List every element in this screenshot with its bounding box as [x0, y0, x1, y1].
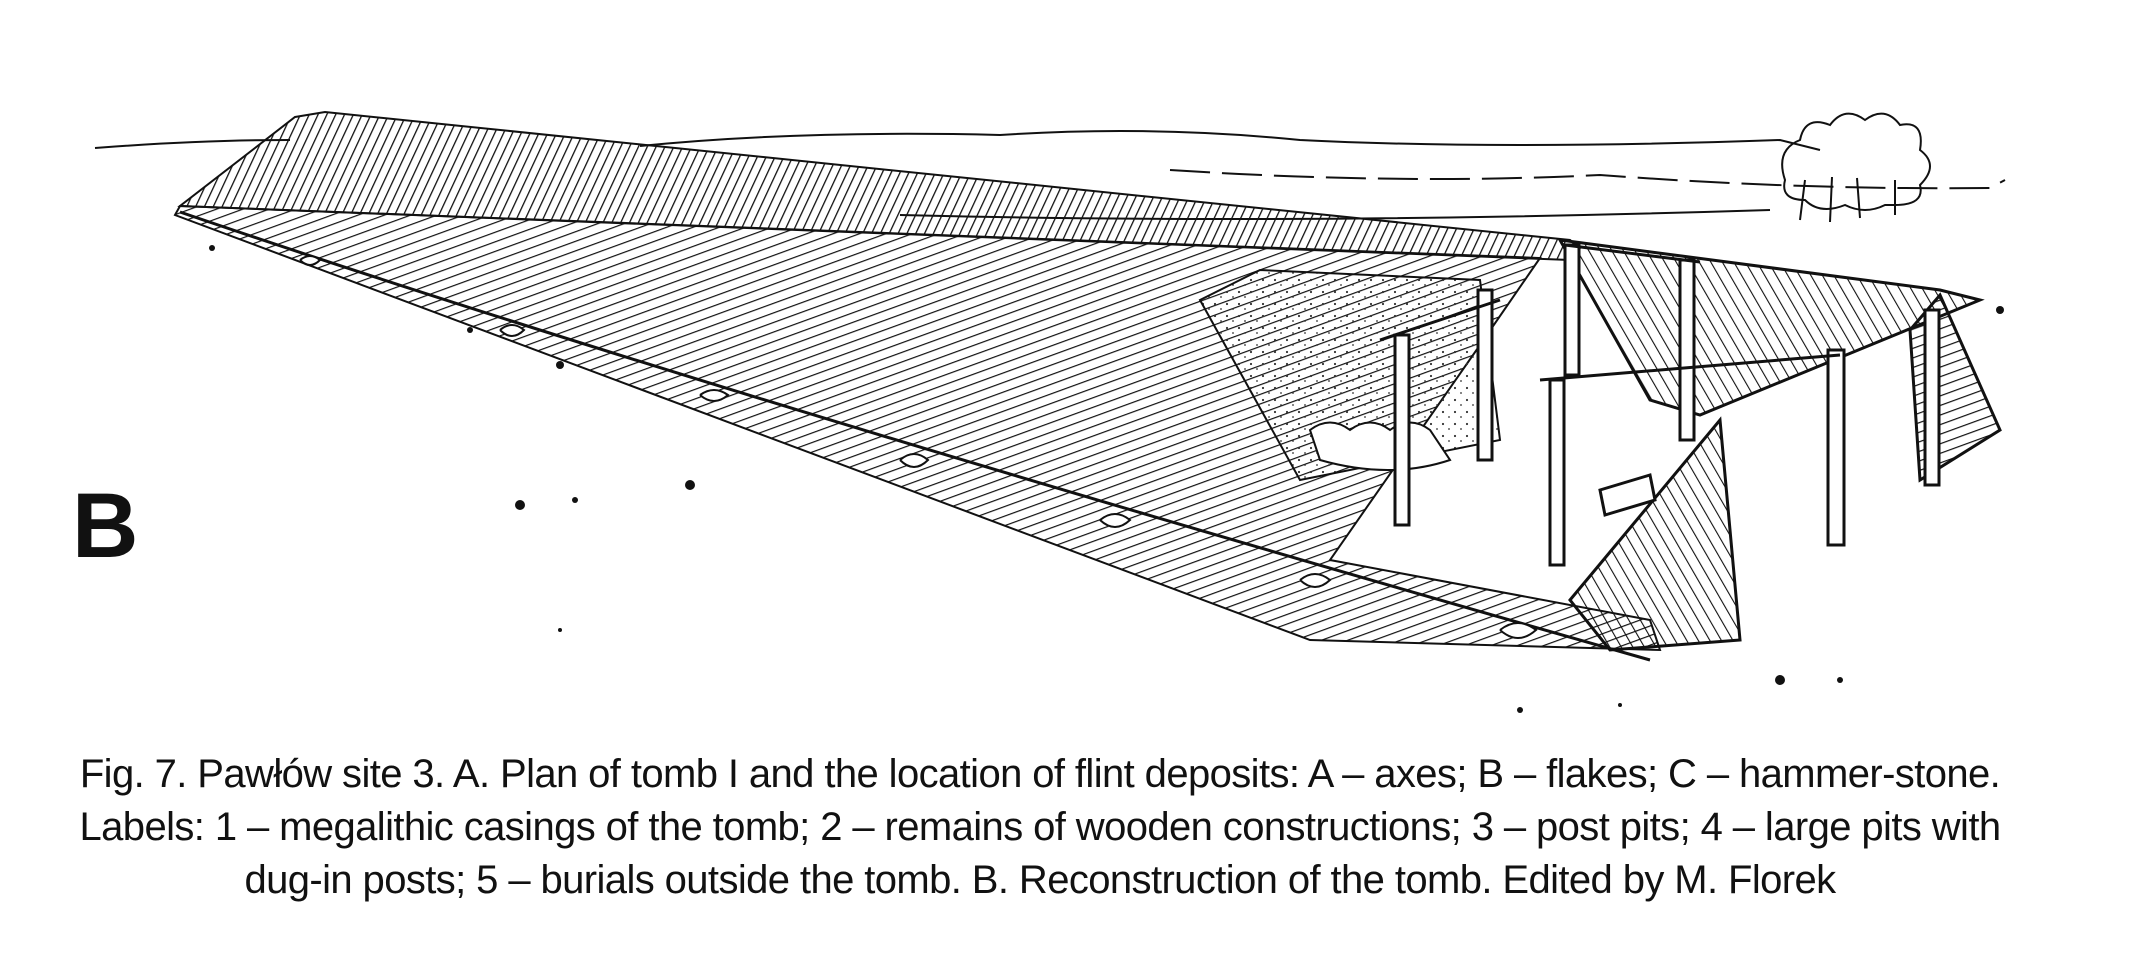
figure-caption: Fig. 7. Pawłów site 3. A. Plan of tomb I…: [40, 748, 2040, 907]
panel-label: B: [72, 475, 139, 577]
trees: [1781, 112, 1931, 223]
caption-prefix: Fig. 7: [79, 752, 177, 796]
timber-structure: [1379, 238, 2002, 652]
stone-kerb: [179, 210, 1651, 662]
caption-text: . Pawłów site 3. A. Plan of tomb I and t…: [79, 752, 2002, 902]
tomb-reconstruction-drawing: [94, 110, 2006, 713]
ground-specks: [209, 245, 2004, 713]
